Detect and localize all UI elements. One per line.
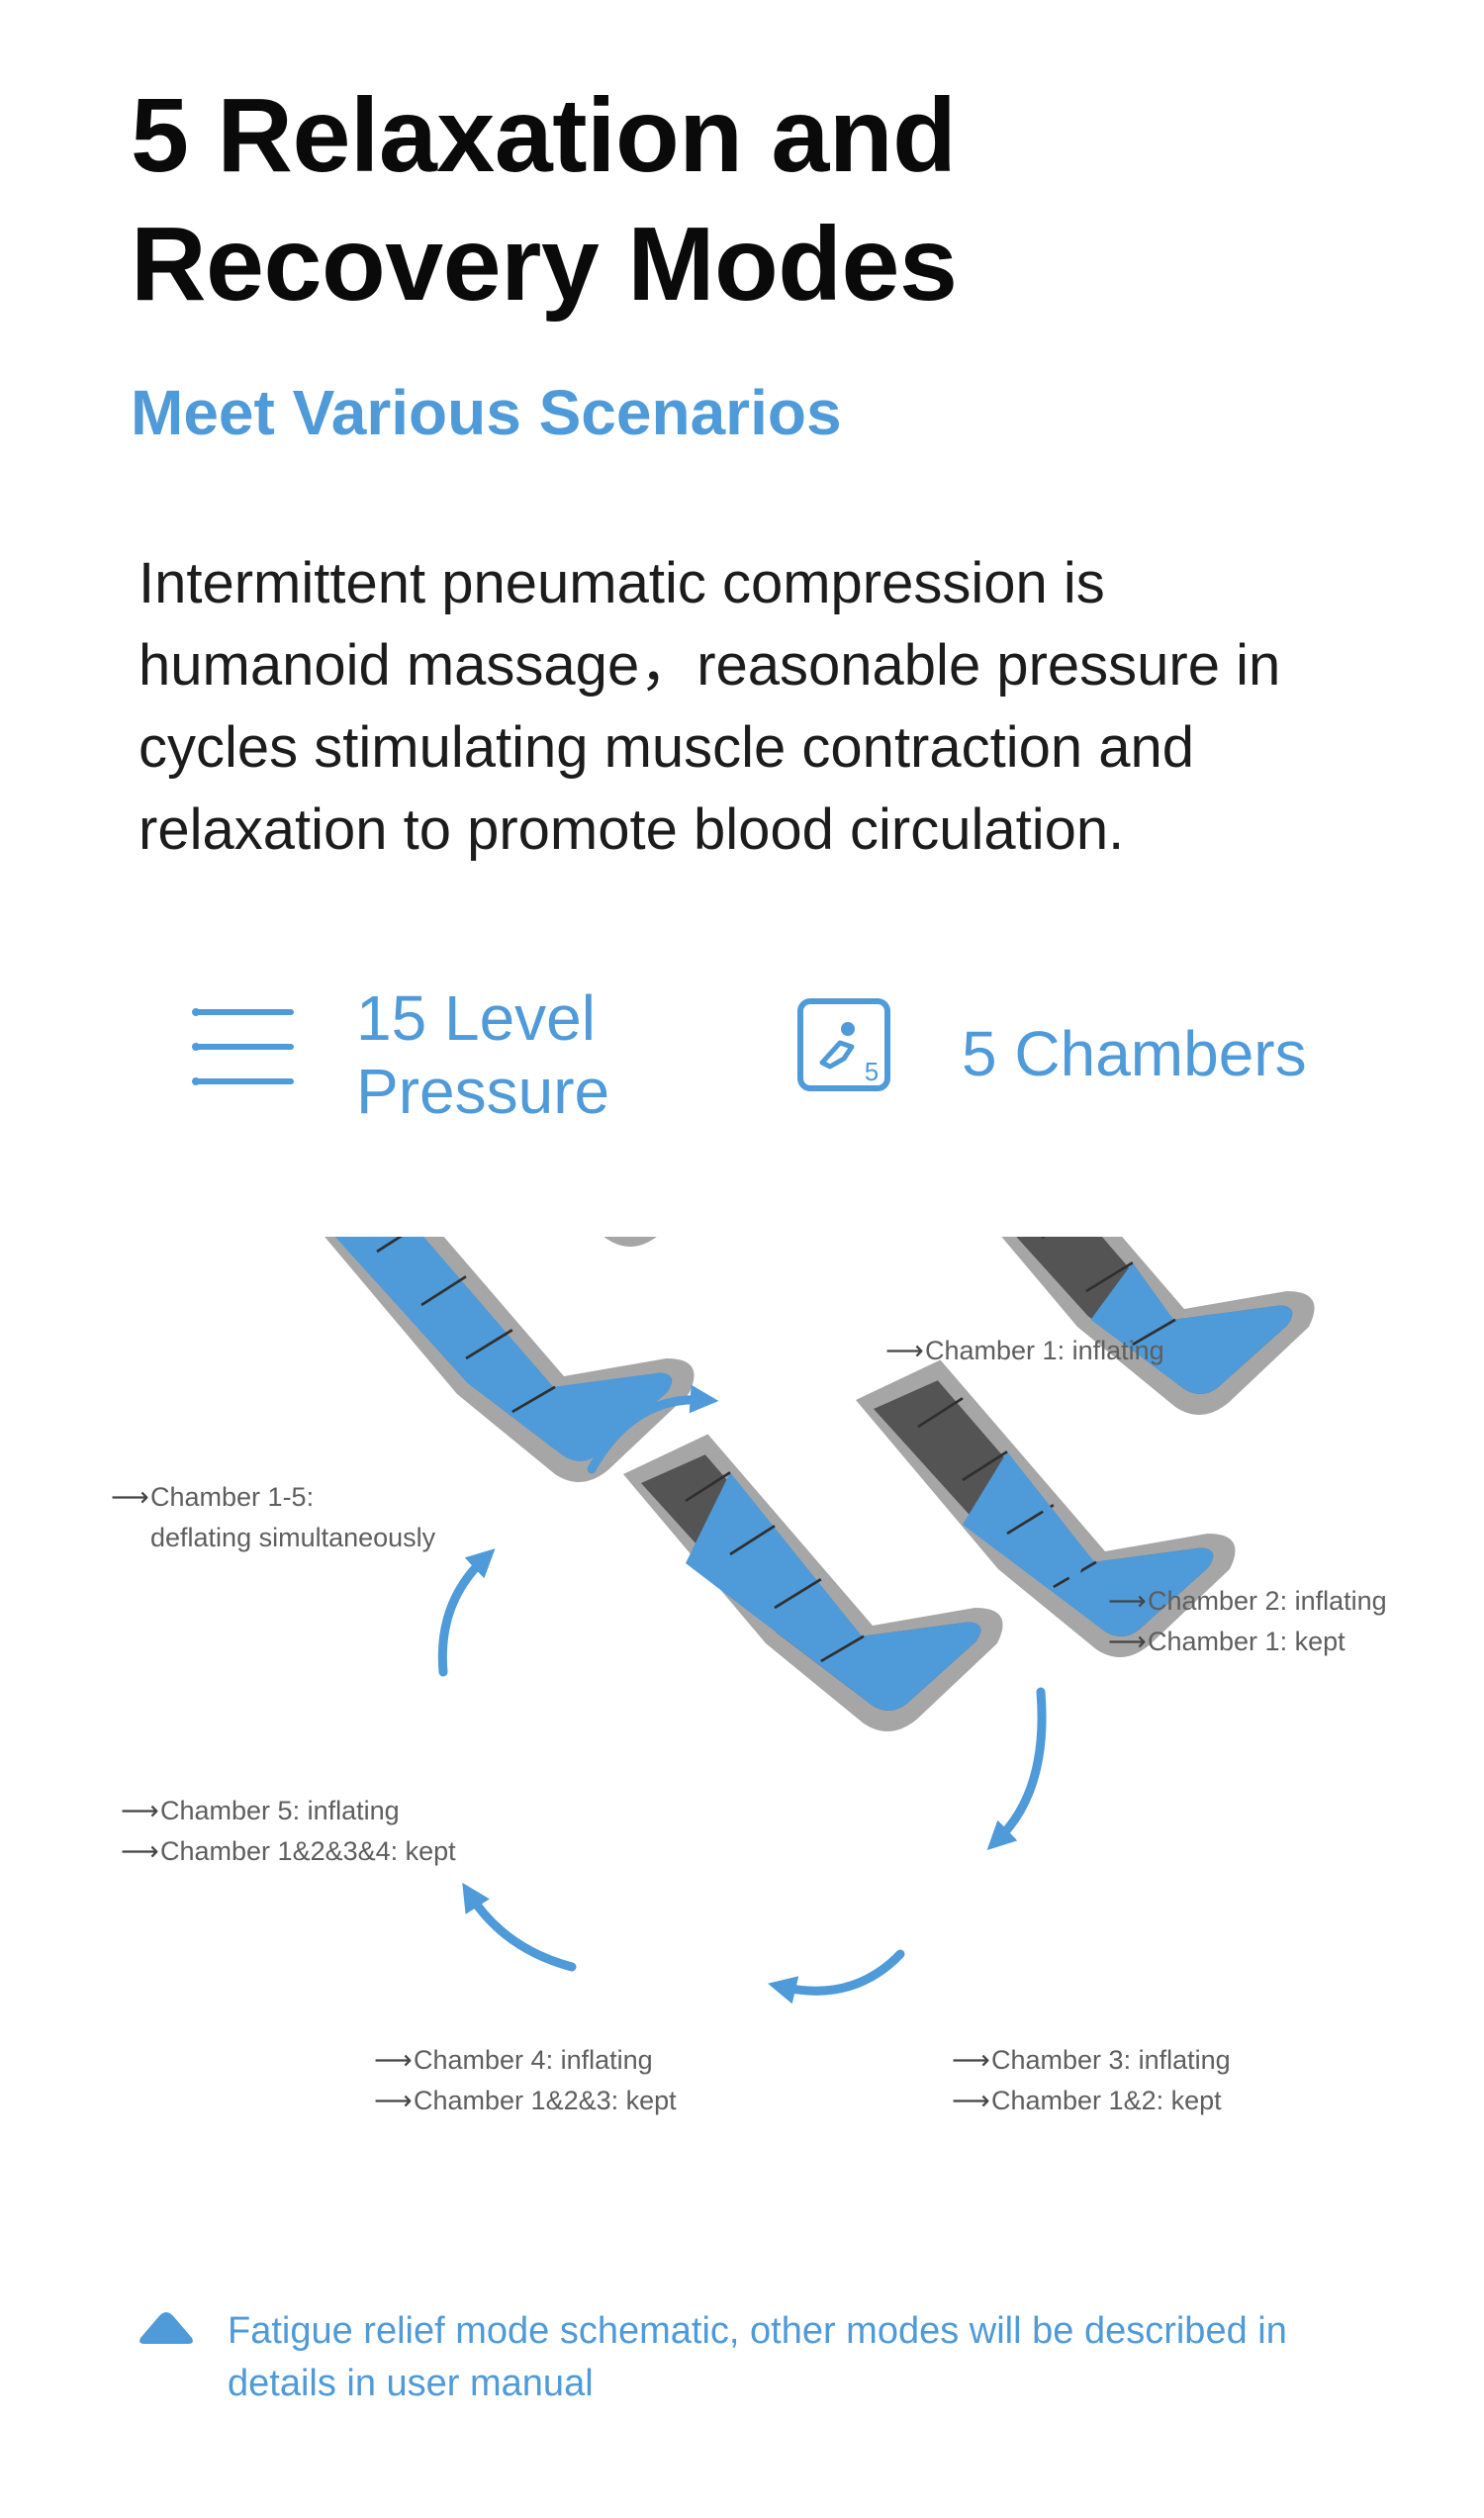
label-line: Chamber 3: inflating [991,2045,1231,2075]
boot-stage-5 [315,1237,695,1482]
page-subtitle: Meet Various Scenarios [131,377,842,448]
title-line: Recovery Modes [131,206,958,323]
label-line: Chamber 1: kept [1148,1627,1345,1656]
label-line: Chamber 4: inflating [414,2045,653,2075]
pressure-feature-label: 15 Level Pressure [356,981,609,1128]
chambers-feature-label: 5 Chambers [962,1018,1307,1089]
cycle-arrow [767,1949,905,2005]
arrow-icon: ⟶ [952,2045,990,2075]
feature-line: Pressure [356,1056,610,1127]
arrow-icon: ⟶ [1108,1586,1147,1616]
note-line: details in user manual [228,2363,594,2404]
boot-stage-2 [935,1237,1315,1415]
stage-1-label: ⟶Chamber 1: inflating [885,1331,1164,1371]
label-line: Chamber 1-5: [150,1482,315,1512]
stage-3-label: ⟶Chamber 3: inflating ⟶Chamber 1&2: kept [952,2040,1231,2121]
stage-6-label: ⟶Chamber 1-5: deflating simultaneously [111,1477,435,1558]
triangle-icon [139,2312,193,2344]
cycle-arrow [437,1548,496,1677]
arrow-icon: ⟶ [374,2086,413,2115]
arrow-icon: ⟶ [374,2045,413,2075]
cycle-illustration [315,1237,1315,2005]
label-line: deflating simultaneously [150,1523,436,1552]
arrow-icon: ⟶ [121,1796,159,1825]
cycle-arrow [462,1882,577,1972]
pressure-levels-icon [192,1008,294,1085]
label-line: Chamber 1&2: kept [991,2086,1222,2115]
boot-stage-4 [623,1434,1003,1731]
arrow-icon: ⟶ [121,1836,159,1866]
intro-line: relaxation to promote blood circulation. [139,797,1125,862]
intro-line: cycles stimulating muscle contraction an… [139,715,1195,780]
stage-2-label: ⟶Chamber 2: inflating ⟶Chamber 1: kept [1108,1581,1387,1662]
cycle-arrows [437,1384,1086,2005]
label-line: Chamber 1: inflating [925,1336,1164,1365]
intro-line: Intermittent pneumatic compression is [139,551,1105,615]
chambers-icon-digit: 5 [865,1057,879,1086]
label-line: Chamber 1&2&3: kept [414,2086,677,2115]
arrow-icon: ⟶ [1108,1627,1147,1656]
page-title: 5 Relaxation and Recovery Modes [131,71,958,328]
compression-cycle-diagram: ⟶Chamber 1: inflating ⟶Chamber 2: inflat… [0,1237,1484,2127]
intro-paragraph: Intermittent pneumatic compression is hu… [139,542,1375,871]
note-line: Fatigue relief mode schematic, other mod… [228,2310,1287,2352]
arrow-icon: ⟶ [952,2086,990,2115]
schematic-note: Fatigue relief mode schematic, other mod… [228,2305,1375,2410]
cycle-arrow [996,1469,1086,1588]
label-line: Chamber 2: inflating [1148,1586,1387,1616]
label-line: Chamber 1&2&3&4: kept [160,1836,456,1866]
label-line: Chamber 5: inflating [160,1796,400,1825]
title-line: 5 Relaxation and [131,77,957,194]
chambers-icon: 5 [797,998,890,1091]
stage-5-label: ⟶Chamber 5: inflating ⟶Chamber 1&2&3&4: … [121,1791,456,1872]
stage-4-label: ⟶Chamber 4: inflating ⟶Chamber 1&2&3: ke… [374,2040,677,2121]
arrow-icon: ⟶ [885,1336,924,1365]
arrow-icon: ⟶ [111,1482,149,1512]
cycle-arrow [986,1687,1047,1850]
cycle-arrow [587,1384,719,1474]
feature-line: 15 Level [356,982,596,1054]
intro-line: humanoid massage，reasonable pressure in [139,633,1281,698]
